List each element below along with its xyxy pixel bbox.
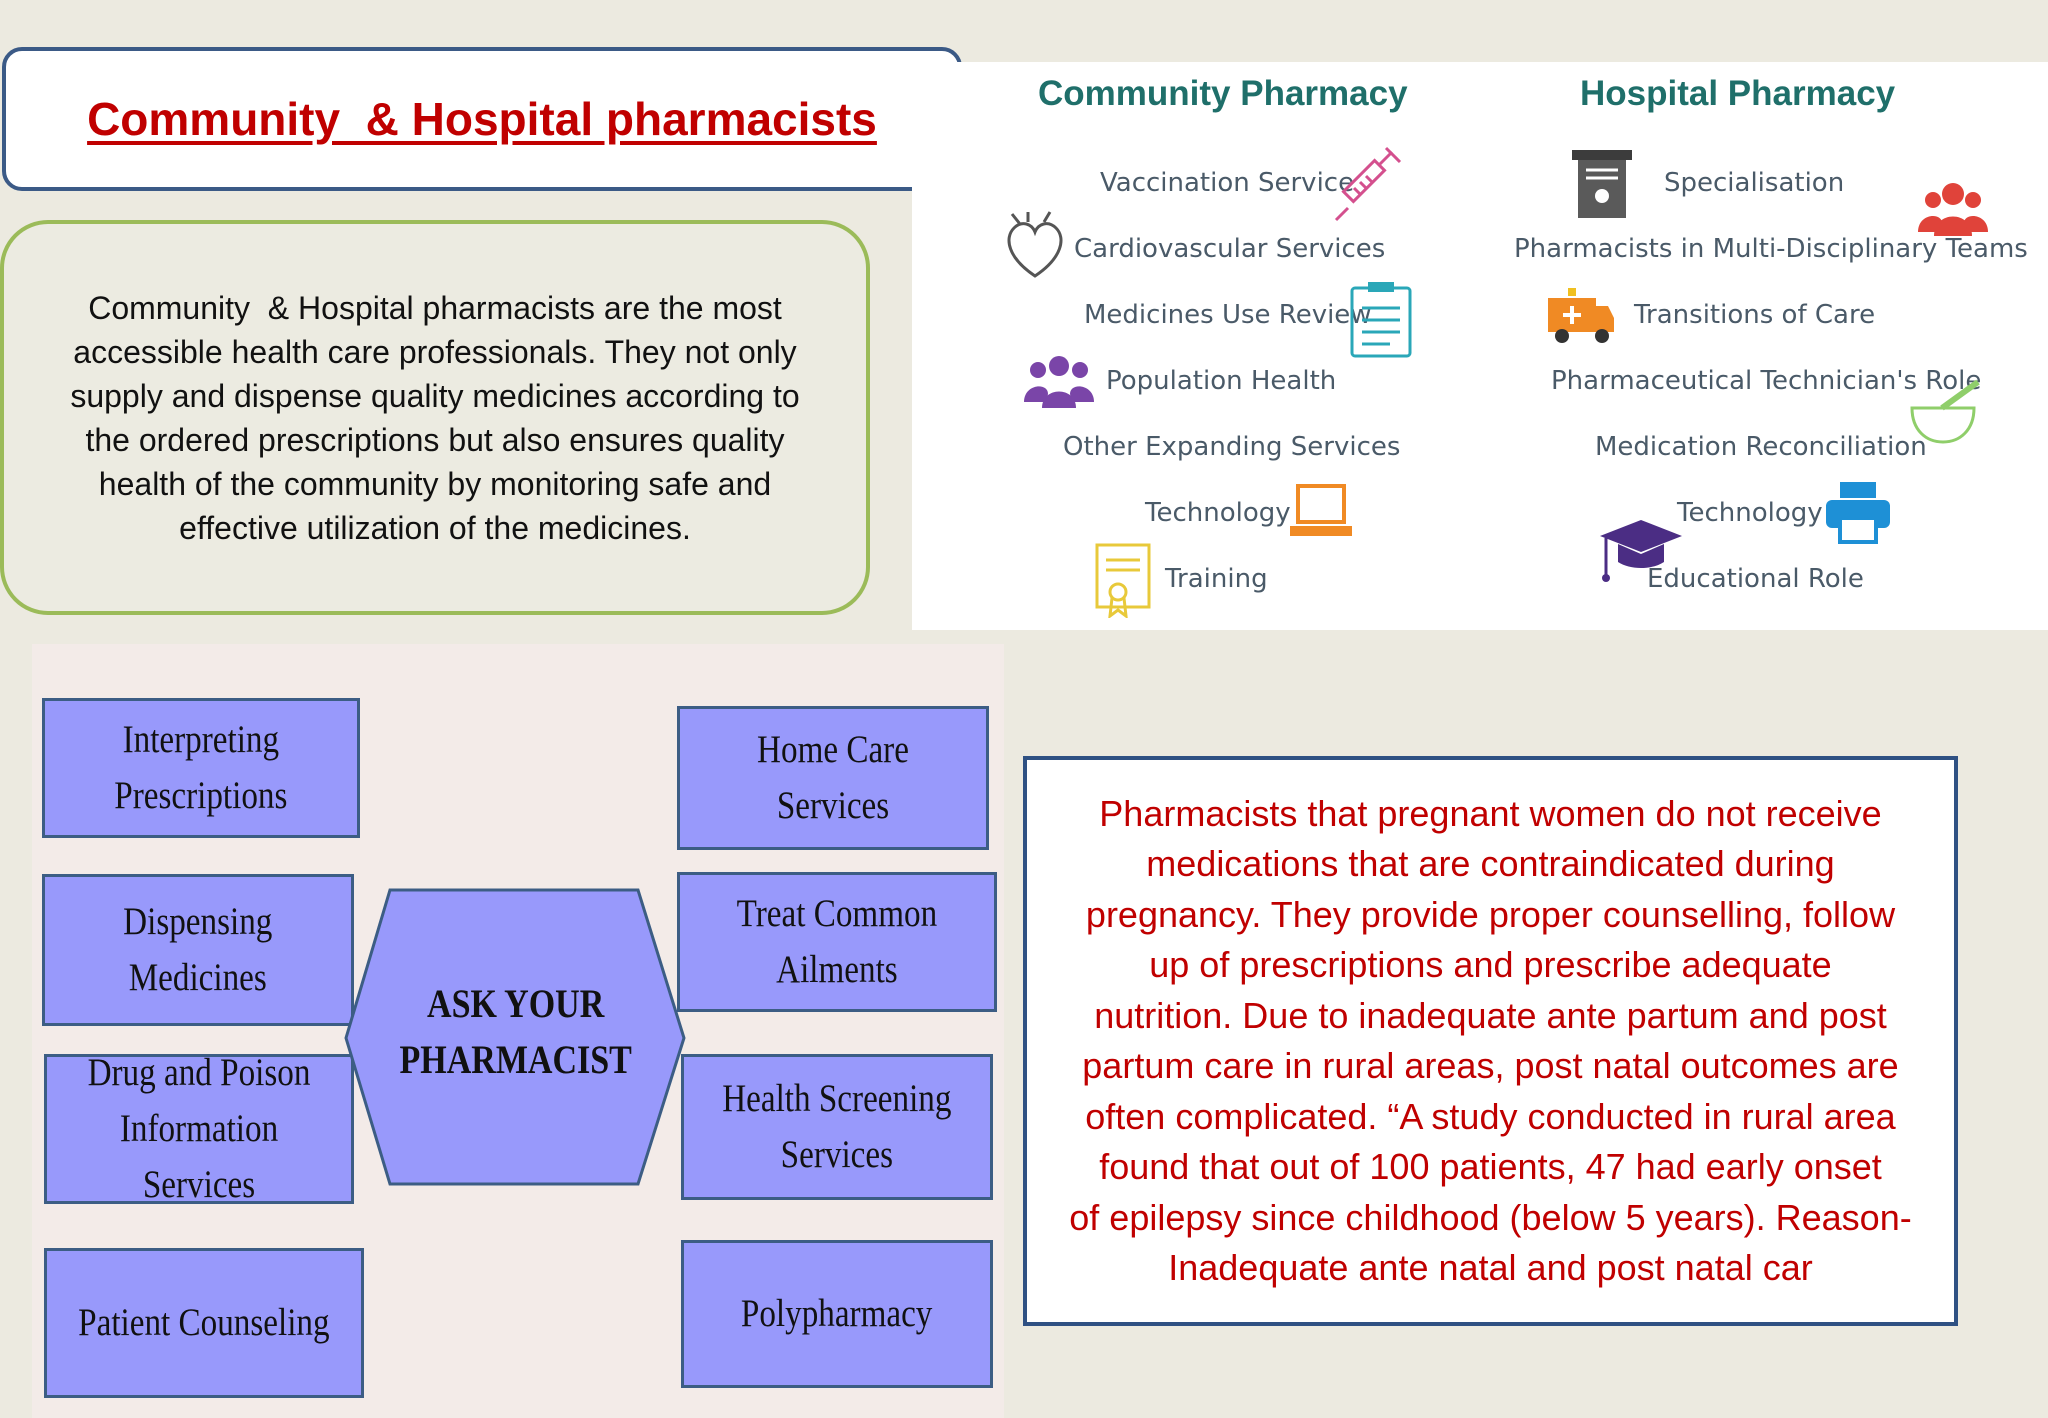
laptop-icon [1290,484,1352,536]
home-care-services-box: Home Care Services [677,706,989,850]
clipboard-icon [1350,282,1412,358]
team-icon [1918,183,1988,236]
ambulance-icon [1548,288,1614,343]
community-item-medicines-review: Medicines Use Review [1084,300,1372,330]
patient-counseling-box: Patient Counseling [44,1248,364,1398]
drug-poison-info-box: Drug and Poison Information Services [44,1051,354,1206]
hospital-pharmacy-title: Hospital Pharmacy [1580,74,1896,113]
ask-your-pharmacist-diagram: Interpreting Prescriptions Dispensing Me… [32,644,1004,1418]
community-item-vaccination: Vaccination Service [1100,168,1355,198]
community-item-technology: Technology [1145,498,1291,528]
hospital-item-technician-role: Pharmaceutical Technician's Role [1551,366,1982,396]
hospital-item-specialisation: Specialisation [1664,168,1845,198]
graduation-cap-icon [1600,520,1682,582]
hospital-item-transitions: Transitions of Care [1634,300,1876,330]
community-item-other-services: Other Expanding Services [1063,432,1401,462]
title-box: Community & Hospital pharmacists [2,47,962,191]
people-icon [1024,356,1094,408]
syringe-icon [1334,146,1402,222]
mortar-pestle-icon [1910,379,1980,444]
ask-your-pharmacist-hexagon [344,888,686,1186]
hospital-item-educational: Educational Role [1647,564,1864,594]
dispensing-medicines-box: Dispensing Medicines [42,874,354,1026]
ask-your-pharmacist-label: ASK YOUR PHARMACIST [399,981,633,1082]
heart-icon [1007,211,1063,278]
health-screening-box: Health Screening Services [681,1054,993,1200]
certificate-icon [1095,543,1151,618]
hospital-item-technology: Technology [1677,498,1823,528]
intro-text: Community & Hospital pharmacists are the… [70,289,800,546]
interpreting-prescriptions-box: Interpreting Prescriptions [42,698,360,838]
community-item-population-health: Population Health [1106,366,1337,396]
community-pharmacy-title: Community Pharmacy [1038,74,1408,113]
hospital-item-reconciliation: Medication Reconciliation [1595,432,1927,462]
community-item-training: Training [1165,564,1268,594]
pregnancy-note-text: Pharmacists that pregnant women do not r… [1069,792,1912,1289]
hospital-item-multidisciplinary: Pharmacists in Multi-Disciplinary Teams [1514,234,2028,264]
community-item-cardiovascular: Cardiovascular Services [1074,234,1386,264]
intro-box: Community & Hospital pharmacists are the… [0,220,870,615]
page-title: Community & Hospital pharmacists [87,93,877,145]
printer-icon [1826,482,1890,544]
polypharmacy-box: Polypharmacy [681,1240,993,1388]
document-icon [1572,150,1632,218]
pharmacy-infographic: Community Pharmacy Hospital Pharmacy Vac… [912,62,2048,630]
treat-common-ailments-box: Treat Common Ailments [677,872,997,1012]
pregnancy-note-box: Pharmacists that pregnant women do not r… [1023,756,1958,1326]
